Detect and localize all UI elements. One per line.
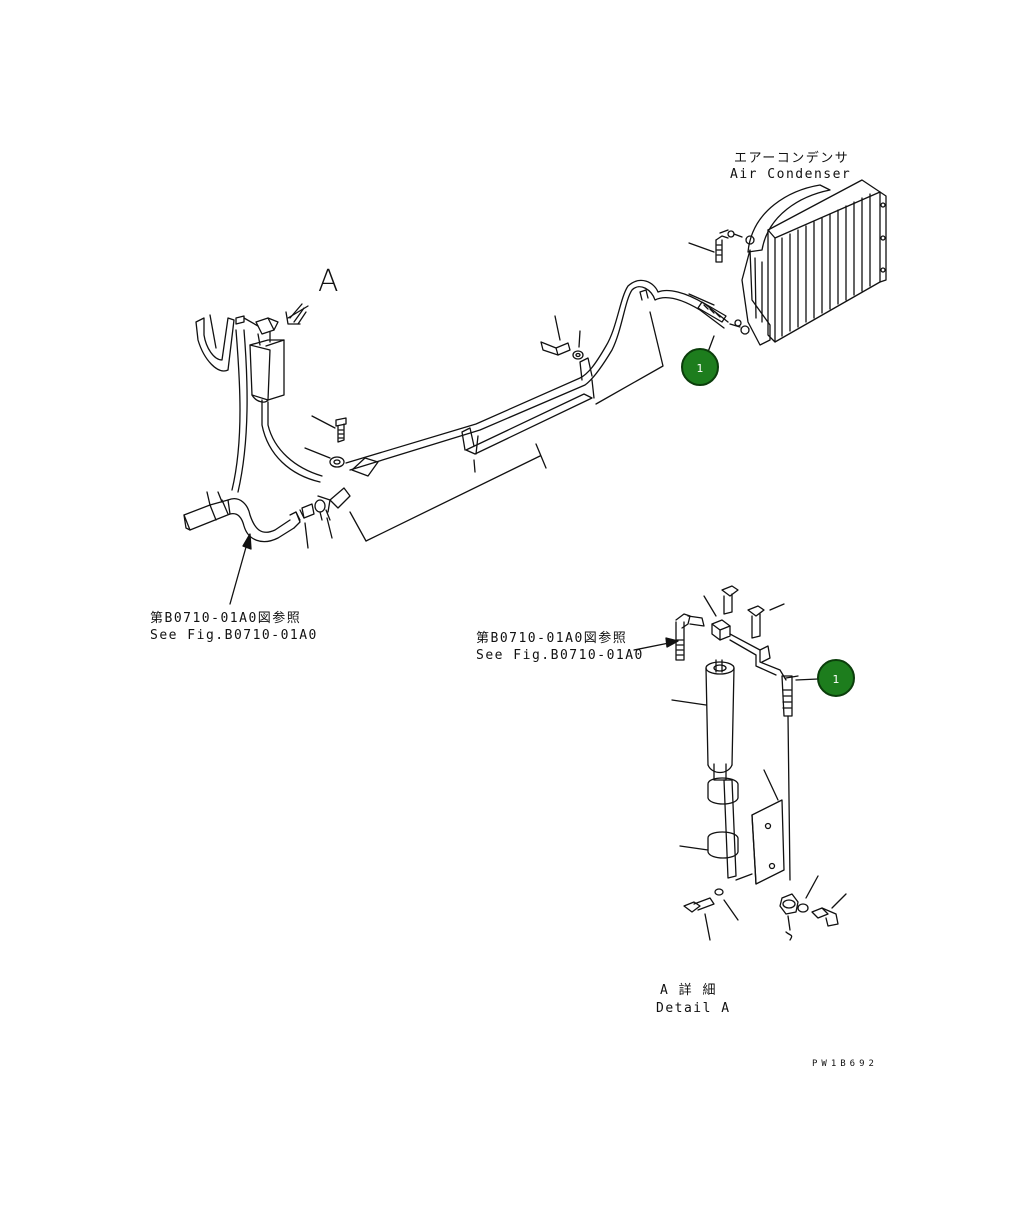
bolt-washer-left	[304, 415, 347, 468]
ref-label-right-en: See Fig.B0710-01A0	[476, 648, 644, 663]
main-hose	[345, 279, 729, 471]
callout-badge-1-top[interactable]: 1	[681, 348, 719, 386]
ref-arrow-right	[633, 637, 679, 651]
lower-left-pipe	[183, 487, 351, 549]
ref-label-right-jp: 第B0710-01A0図参照	[476, 631, 628, 646]
bolt-washer-tube	[540, 315, 584, 360]
drier-assembly	[195, 314, 323, 493]
rigid-tube	[351, 289, 649, 477]
leader-lines-tube	[349, 311, 664, 542]
condenser-upper-hose	[688, 229, 729, 263]
ref-arrow-left	[229, 533, 252, 605]
ref-label-left-jp: 第B0710-01A0図参照	[150, 611, 302, 626]
detail-label-en: Detail A	[656, 1001, 731, 1016]
condenser-label-jp: エアーコンデンサ	[734, 151, 850, 166]
air-condenser	[727, 179, 887, 346]
drawing-number: PW1B692	[812, 1059, 878, 1069]
view-marker-a: A	[318, 264, 339, 299]
view-arrow-a	[285, 303, 309, 325]
condenser-label-en: Air Condenser	[730, 167, 852, 182]
callout-badge-1-detail[interactable]: 1	[817, 659, 855, 697]
detail-a-assembly	[671, 585, 847, 941]
ref-label-left-en: See Fig.B0710-01A0	[150, 628, 318, 643]
badge-leader-bottom	[795, 678, 819, 681]
detail-label-jp: A 詳 細	[660, 983, 717, 998]
